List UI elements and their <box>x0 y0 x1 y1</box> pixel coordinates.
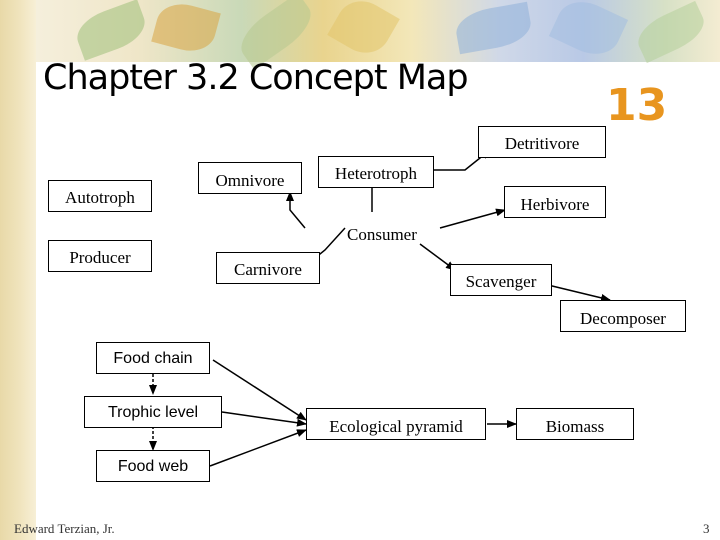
concept-trophic-level: Trophic level <box>84 396 222 428</box>
connector-foodweb-to-pyramid <box>209 429 307 467</box>
concept-consumer: Consumer <box>347 225 417 244</box>
concept-herbivore: Herbivore <box>504 186 606 218</box>
decorative-sidebar <box>0 0 36 540</box>
slide-number-badge: 13 <box>606 80 668 131</box>
concept-decomposer: Decomposer <box>560 300 686 332</box>
connector-consumer-to-omnivore <box>286 191 306 229</box>
concept-producer: Producer <box>48 240 152 272</box>
concept-scavenger: Scavenger <box>450 264 552 296</box>
page-number: 3 <box>703 521 710 536</box>
concept-biomass: Biomass <box>516 408 634 440</box>
connector-foodchain-to-pyramid <box>212 359 307 421</box>
concept-omnivore: Omnivore <box>198 162 302 194</box>
connector-consumer-to-scavenger <box>419 243 456 271</box>
concept-detritivore: Detritivore <box>478 126 606 158</box>
connector-consumer-to-herbivore <box>439 208 506 229</box>
concept-carnivore: Carnivore <box>216 252 320 284</box>
concept-food-web: Food web <box>96 450 210 482</box>
concept-ecological-pyramid: Ecological pyramid <box>306 408 486 440</box>
concept-autotroph: Autotroph <box>48 180 152 212</box>
author-footer: Edward Terzian, Jr. <box>14 521 115 536</box>
page-title: Chapter 3.2 Concept Map <box>43 58 469 98</box>
concept-heterotroph: Heterotroph <box>318 156 434 188</box>
decorative-leaf-banner <box>36 0 720 70</box>
connector-scavenger-to-decomposer <box>547 284 611 302</box>
connector-trophic-to-pyramid <box>221 411 307 427</box>
concept-food-chain: Food chain <box>96 342 210 374</box>
